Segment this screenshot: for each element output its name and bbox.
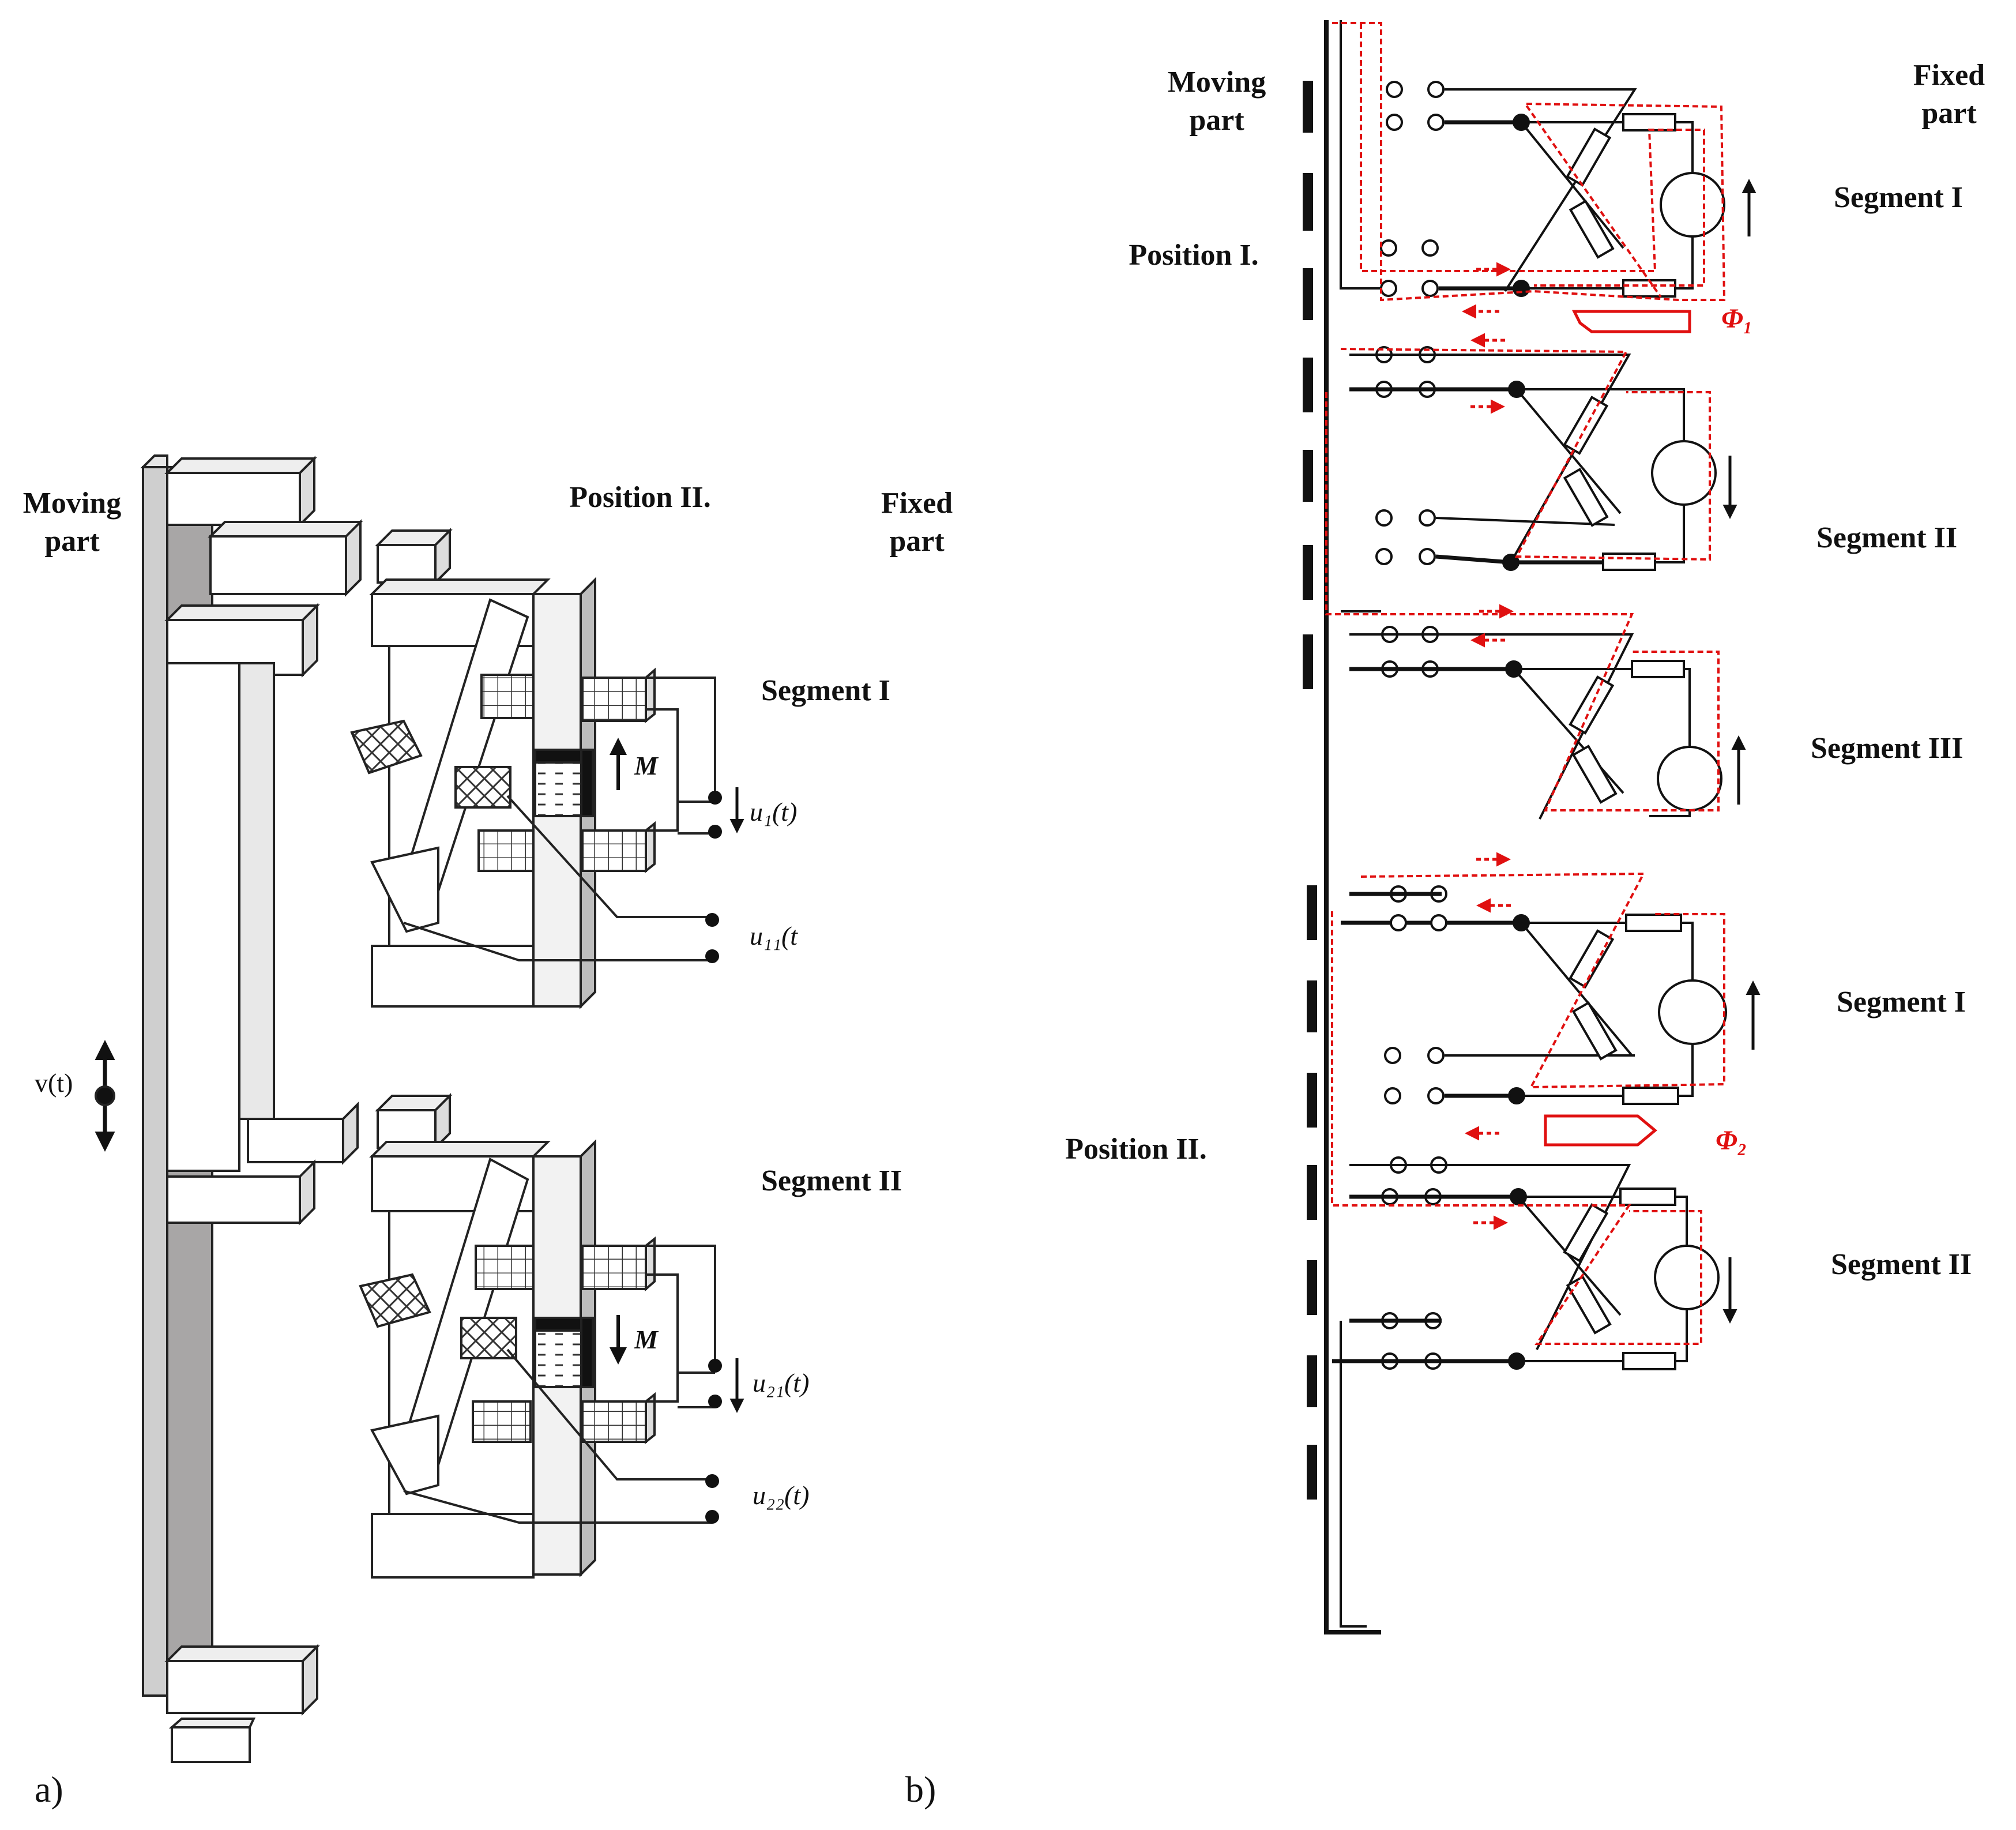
magnet-label-2: M	[634, 1325, 658, 1354]
moving-label-line2: part	[44, 525, 100, 558]
panel-b-moving-part-label: Moving part	[1153, 63, 1280, 140]
b-segment-label-5: Segment II	[1831, 1248, 1972, 1281]
moving-label-line1: Moving	[22, 487, 122, 520]
panel-a-moving-part-label: Moving part	[12, 484, 133, 561]
magnet-label-1: M	[634, 751, 658, 780]
u22-label: u₂₂(t)	[753, 1480, 810, 1510]
b-fixed-line1: Fixed	[1913, 59, 1985, 92]
b-segment-label-1: Segment I	[1834, 181, 1963, 214]
panel-a-segment-2-label: Segment II	[761, 1164, 902, 1197]
flux-2-label: Φ₂	[1716, 1125, 1747, 1156]
fixed-label-line1: Fixed	[881, 487, 953, 520]
position-2-label: Position II.	[1065, 1133, 1207, 1166]
flux-1-label: Φ₁	[1721, 303, 1753, 334]
velocity-label: v(t)	[35, 1068, 73, 1098]
panel-a-tag: a)	[35, 1769, 63, 1810]
b-segment-label-2: Segment II	[1816, 521, 1958, 554]
panel-a-position-label: Position II.	[569, 481, 711, 514]
panel-b-fixed-part-label: Fixed part	[1891, 57, 2007, 133]
b-moving-line2: part	[1189, 104, 1244, 137]
u11-label: u₁₁(t	[750, 921, 798, 950]
b-moving-line1: Moving	[1167, 66, 1266, 99]
u1-label: u₁(t)	[750, 797, 798, 826]
b-segment-label-3: Segment III	[1811, 732, 1964, 765]
u21-label: u₂₁(t)	[753, 1368, 810, 1397]
position-1-label: Position I.	[1129, 239, 1259, 272]
panel-a-segment-1-label: Segment I	[761, 674, 890, 707]
panel-b-drawing	[1303, 20, 1761, 1634]
b-segment-label-4: Segment I	[1837, 986, 1966, 1019]
panel-a-fixed-part-label: Fixed part	[859, 484, 975, 561]
fixed-label-line2: part	[889, 525, 945, 558]
panel-a-drawing	[95, 454, 744, 1763]
b-fixed-line2: part	[1921, 97, 1977, 130]
panel-b-tag: b)	[905, 1769, 936, 1810]
